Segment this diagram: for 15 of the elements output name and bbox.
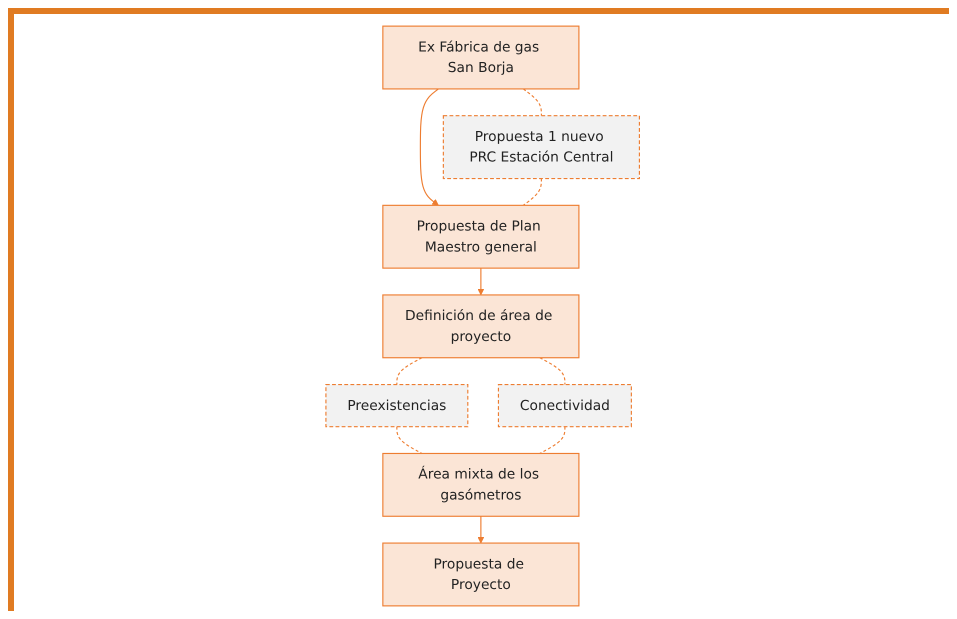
connector <box>522 178 542 206</box>
node-box: Área mixta de los gasómetros <box>382 452 580 517</box>
connector <box>539 357 566 385</box>
connector <box>522 88 542 116</box>
node-box: Propuesta de Proyecto <box>382 542 580 606</box>
node-box: Conectividad <box>498 384 632 428</box>
node-box: Definición de área de proyecto <box>382 294 580 358</box>
arrow <box>420 88 439 206</box>
node-box: Propuesta de Plan Maestro general <box>382 204 580 269</box>
node-box: Preexistencias <box>325 384 468 428</box>
arrow <box>477 268 484 296</box>
connector <box>396 357 422 385</box>
node-box: Ex Fábrica de gas San Borja <box>382 26 580 90</box>
arrow <box>477 516 484 544</box>
node-box: Propuesta 1 nuevo PRC Estación Central <box>442 115 640 180</box>
